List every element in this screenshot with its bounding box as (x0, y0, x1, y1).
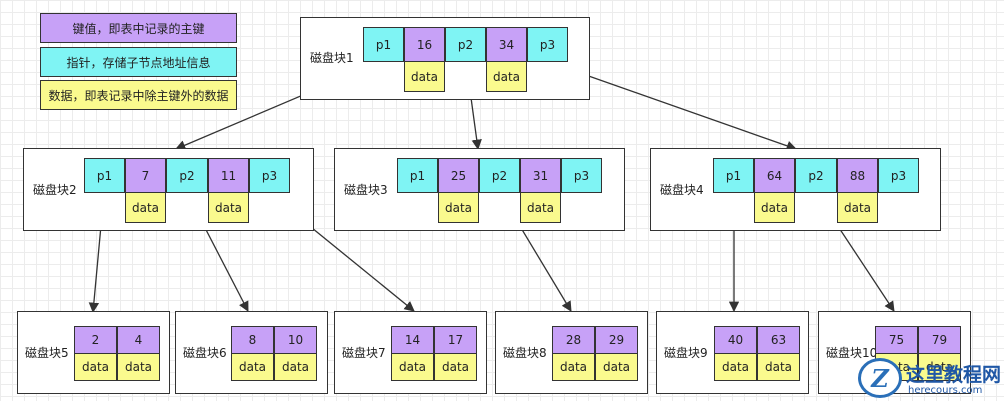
disk-block-3-label: 磁盘块3 (344, 183, 388, 197)
block8-data-2: data (595, 353, 638, 381)
disk-block-10-label: 磁盘块10 (826, 346, 878, 360)
block3-data-2: data (520, 192, 561, 223)
block4-data-2: data (837, 192, 878, 223)
block1-data-2: data (486, 61, 527, 92)
block10-data-2: data (918, 353, 961, 381)
block2-data-1: data (125, 192, 166, 223)
block4-pointer-p3: p3 (878, 158, 919, 193)
block1-data-1: data (404, 61, 445, 92)
watermark-title: 这里教程网 (906, 364, 1002, 386)
block4-key-88: 88 (837, 158, 878, 193)
block10-key-79: 79 (918, 326, 961, 354)
block9-key-40: 40 (714, 326, 757, 354)
block6-data-2: data (274, 353, 317, 381)
block3-pointer-p3: p3 (561, 158, 602, 193)
block7-key-14: 14 (391, 326, 434, 354)
block1-key-34: 34 (486, 27, 527, 62)
block6-data-1: data (231, 353, 274, 381)
disk-block-5-label: 磁盘块5 (25, 346, 69, 360)
legend-key: 键值，即表中记录的主键 (40, 13, 237, 43)
block1-key-16: 16 (404, 27, 445, 62)
block5-data-1: data (74, 353, 117, 381)
block2-key-7: 7 (125, 158, 166, 193)
disk-block-8-label: 磁盘块8 (503, 346, 547, 360)
block3-pointer-p1: p1 (397, 158, 438, 193)
block2-data-2: data (208, 192, 249, 223)
block4-pointer-p2: p2 (795, 158, 837, 193)
block9-data-2: data (757, 353, 800, 381)
disk-block-7-label: 磁盘块7 (342, 346, 386, 360)
legend-pointer: 指针，存储子节点地址信息 (40, 47, 237, 77)
block7-data-1: data (391, 353, 434, 381)
block1-pointer-p2: p2 (445, 27, 486, 62)
block7-data-2: data (434, 353, 477, 381)
block1-pointer-p1: p1 (363, 27, 404, 62)
block5-key-2: 2 (74, 326, 117, 354)
block2-pointer-p2: p2 (166, 158, 208, 193)
block3-pointer-p2: p2 (479, 158, 520, 193)
disk-block-1-label: 磁盘块1 (310, 51, 354, 65)
watermark-url: herecours.com (908, 385, 983, 396)
block9-key-63: 63 (757, 326, 800, 354)
block4-key-64: 64 (754, 158, 795, 193)
disk-block-9-label: 磁盘块9 (664, 346, 708, 360)
block10-key-75: 75 (875, 326, 918, 354)
block8-key-28: 28 (552, 326, 595, 354)
block5-key-4: 4 (117, 326, 160, 354)
block4-data-1: data (754, 192, 795, 223)
block2-pointer-p3: p3 (249, 158, 290, 193)
watermark: Z 这里教程网 herecours.com (858, 358, 1004, 401)
block4-pointer-p1: p1 (713, 158, 754, 193)
block7-key-17: 17 (434, 326, 477, 354)
watermark-logo-icon: Z (858, 358, 902, 398)
disk-block-4-label: 磁盘块4 (660, 183, 704, 197)
disk-block-2-label: 磁盘块2 (33, 183, 77, 197)
disk-block-6-label: 磁盘块6 (183, 346, 227, 360)
block2-key-11: 11 (208, 158, 249, 193)
block3-key-25: 25 (438, 158, 479, 193)
block6-key-10: 10 (274, 326, 317, 354)
block3-data-1: data (438, 192, 479, 223)
block8-key-29: 29 (595, 326, 638, 354)
block1-pointer-p3: p3 (527, 27, 568, 62)
block3-key-31: 31 (520, 158, 561, 193)
block9-data-1: data (714, 353, 757, 381)
block8-data-1: data (552, 353, 595, 381)
block6-key-8: 8 (231, 326, 274, 354)
block5-data-2: data (117, 353, 160, 381)
block2-pointer-p1: p1 (84, 158, 125, 193)
legend-data: 数据，即表记录中除主键外的数据 (40, 80, 237, 110)
